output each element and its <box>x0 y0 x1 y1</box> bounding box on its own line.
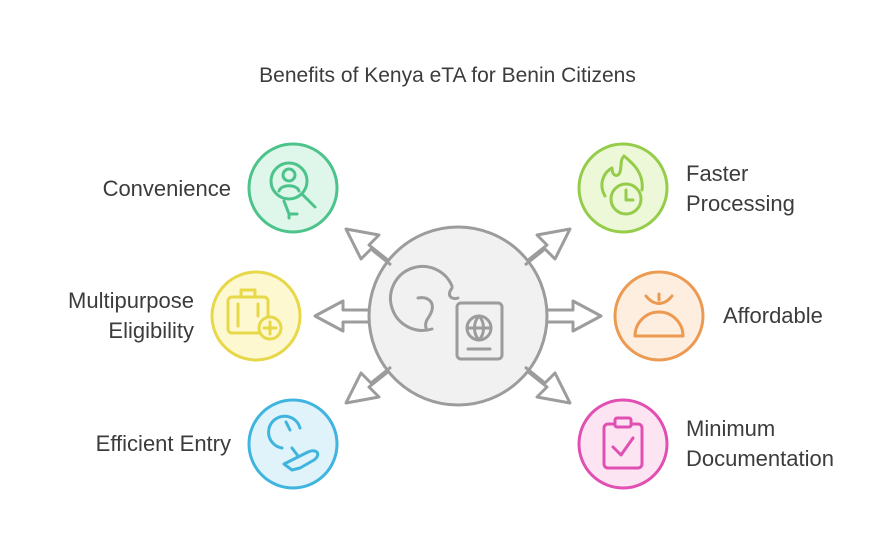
arrow-left <box>313 299 369 333</box>
globe-passport-icon <box>389 264 504 361</box>
arrow-lower-left <box>344 365 392 405</box>
benefit-circle-minimum-docs <box>577 398 669 490</box>
benefit-label-faster: Faster Processing <box>686 161 795 216</box>
benefit-label-multipurpose: Multipurpose Eligibility <box>68 288 194 343</box>
benefit-circle-multipurpose <box>210 270 302 362</box>
arrow-upper-left <box>344 227 392 267</box>
arrow-right <box>547 299 603 333</box>
arrow-upper-right <box>524 227 572 267</box>
luggage-plus-icon <box>226 288 283 341</box>
benefit-label-affordable: Affordable <box>723 303 823 328</box>
benefit-label-efficient-entry: Efficient Entry <box>95 431 231 456</box>
benefit-label-convenience: Convenience <box>102 176 231 201</box>
plane-clock-icon <box>267 414 320 472</box>
center-hub <box>367 225 549 407</box>
clipboard-check-icon <box>602 416 644 470</box>
magnifier-person-icon <box>269 161 317 220</box>
benefit-circle-faster <box>577 142 669 234</box>
half-circle-icon <box>633 292 685 338</box>
benefit-circle-efficient-entry <box>247 398 339 490</box>
arrow-lower-right <box>524 365 572 405</box>
benefit-label-minimum-docs: Minimum Documentation <box>686 416 834 471</box>
benefit-circle-convenience <box>247 142 339 234</box>
arrows <box>313 227 603 405</box>
fire-clock-icon <box>600 154 644 216</box>
diagram-title: Benefits of Kenya eTA for Benin Citizens <box>259 64 636 87</box>
benefit-circle-affordable <box>613 270 705 362</box>
